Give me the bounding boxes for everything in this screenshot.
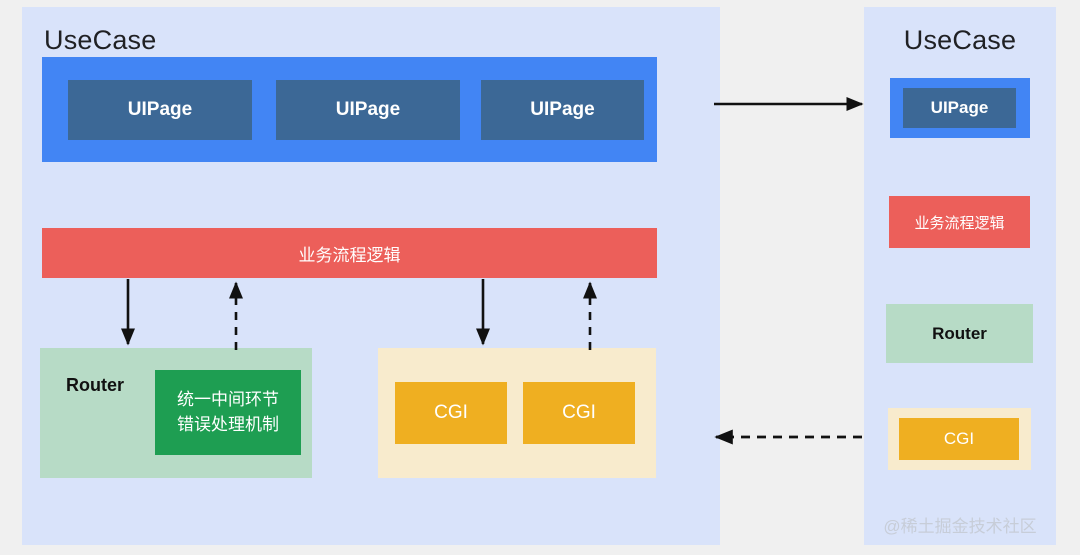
error-handling-line-2: 错误处理机制 xyxy=(177,414,279,434)
error-handling-line-1: 统一中间环节 xyxy=(177,389,279,409)
panel-title-left: UseCase xyxy=(44,25,157,55)
uipage-box-3[interactable]: UIPage xyxy=(481,80,644,140)
uipage-box-right[interactable]: UIPage xyxy=(903,88,1016,128)
uipage-box-2[interactable]: UIPage xyxy=(276,80,460,140)
error-handling-box[interactable]: 统一中间环节 错误处理机制 xyxy=(155,370,301,455)
business-logic-bar-right[interactable]: 业务流程逻辑 xyxy=(889,196,1030,248)
business-logic-bar-left[interactable]: 业务流程逻辑 xyxy=(42,228,657,278)
cgi-box-right[interactable]: CGI xyxy=(899,418,1019,460)
cgi-box-1[interactable]: CGI xyxy=(395,382,507,444)
router-label-left: Router xyxy=(66,375,124,395)
cgi-box-2[interactable]: CGI xyxy=(523,382,635,444)
watermark-text: @稀土掘金技术社区 xyxy=(883,517,1037,536)
uipage-box-1[interactable]: UIPage xyxy=(68,80,252,140)
panel-title-right: UseCase xyxy=(903,25,1017,55)
router-box-right[interactable]: Router xyxy=(886,304,1033,363)
